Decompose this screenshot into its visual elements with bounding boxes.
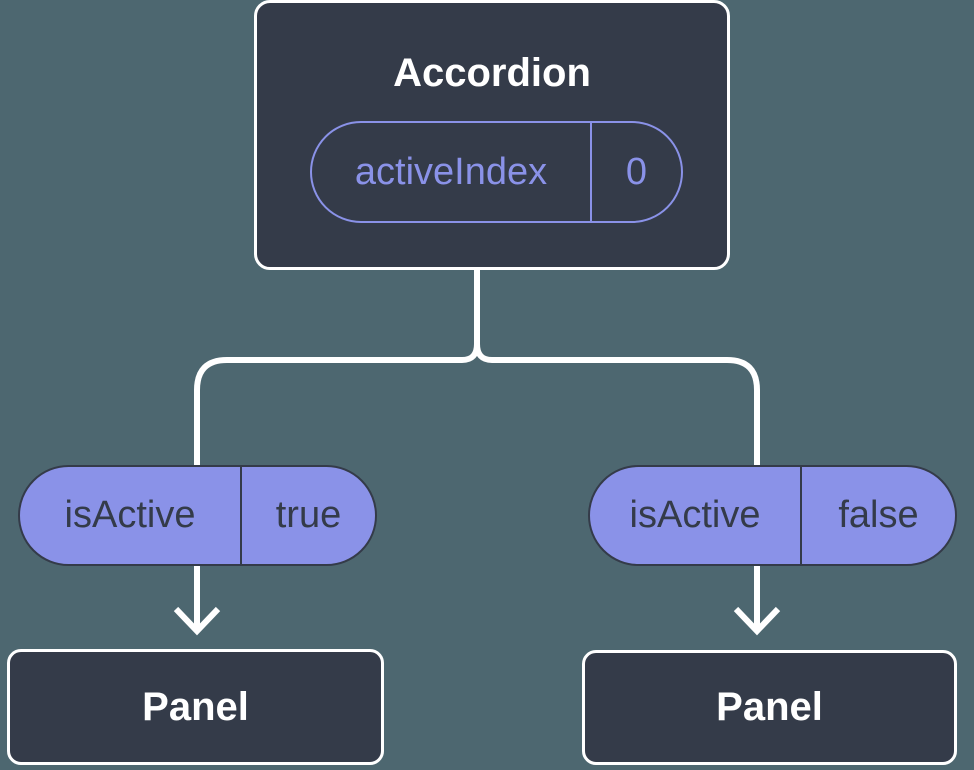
prop-pill-isactive-right: isActive false [588, 465, 957, 566]
state-pill-activeindex: activeIndex 0 [310, 121, 683, 223]
prop-pill-isactive-left: isActive true [18, 465, 377, 566]
prop-pill-value: true [240, 467, 375, 564]
panel-node-title: Panel [142, 684, 249, 729]
prop-pill-name: isActive [64, 494, 196, 536]
connector-stem-right-branch [474, 341, 760, 523]
arrow-down-icon-left [173, 606, 221, 636]
state-pill-name: activeIndex [354, 150, 548, 193]
prop-pill-name: isActive [629, 494, 761, 536]
accordion-node-title: Accordion [393, 51, 591, 95]
panel-node-title: Panel [716, 685, 823, 729]
prop-pill-value: false [800, 467, 955, 564]
state-pill-value: 0 [590, 123, 681, 221]
accordion-node: Accordion activeIndex 0 [254, 0, 730, 270]
arrow-down-icon-right [733, 606, 781, 636]
panel-node-right: Panel [582, 650, 957, 765]
panel-node-left: Panel [7, 649, 384, 765]
